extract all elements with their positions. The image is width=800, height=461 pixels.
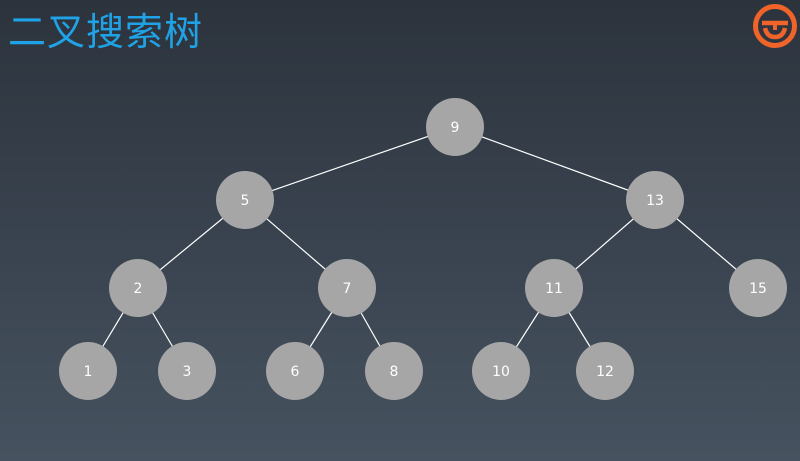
tree-node-circle bbox=[426, 98, 484, 156]
tree-node-circle bbox=[729, 259, 787, 317]
tree-node-label: 13 bbox=[646, 193, 664, 209]
tree-node-12: 12 bbox=[576, 342, 634, 400]
tree-node-circle bbox=[626, 171, 684, 229]
tree-node-10: 10 bbox=[472, 342, 530, 400]
tree-node-label: 11 bbox=[545, 281, 563, 297]
tree-node-15: 15 bbox=[729, 259, 787, 317]
tree-node-circle bbox=[109, 259, 167, 317]
tree-node-8: 8 bbox=[365, 342, 423, 400]
slide-title: 二叉搜索树 bbox=[8, 10, 204, 54]
tree-node-circle bbox=[216, 171, 274, 229]
tree-node-circle bbox=[576, 342, 634, 400]
tree-node-circle bbox=[318, 259, 376, 317]
tree-node-circle bbox=[158, 342, 216, 400]
tree-node-label: 2 bbox=[134, 281, 143, 297]
tree-node-circle bbox=[59, 342, 117, 400]
tree-node-5: 5 bbox=[216, 171, 274, 229]
tree-node-label: 9 bbox=[451, 120, 460, 136]
tree-node-label: 12 bbox=[596, 364, 614, 380]
tree-node-label: 7 bbox=[343, 281, 352, 297]
tree-node-circle bbox=[525, 259, 583, 317]
tree-node-3: 3 bbox=[158, 342, 216, 400]
tree-node-6: 6 bbox=[266, 342, 324, 400]
tree-node-9: 9 bbox=[426, 98, 484, 156]
tree-node-7: 7 bbox=[318, 259, 376, 317]
tree-node-label: 1 bbox=[84, 364, 93, 380]
tree-node-label: 6 bbox=[291, 364, 300, 380]
tree-node-circle bbox=[266, 342, 324, 400]
tree-node-1: 1 bbox=[59, 342, 117, 400]
tree-node-label: 5 bbox=[241, 193, 250, 209]
tree-node-11: 11 bbox=[525, 259, 583, 317]
tree-edge-9-5 bbox=[244, 126, 456, 201]
tree-node-label: 10 bbox=[492, 364, 510, 380]
tree-node-label: 3 bbox=[183, 364, 192, 380]
tree-node-label: 15 bbox=[749, 281, 767, 297]
tree-node-circle bbox=[365, 342, 423, 400]
tree-edge-9-13 bbox=[454, 126, 656, 201]
tree-node-2: 2 bbox=[109, 259, 167, 317]
tree-node-label: 8 bbox=[390, 364, 399, 380]
tree-node-circle bbox=[472, 342, 530, 400]
tree-edges bbox=[87, 126, 759, 372]
tree-node-13: 13 bbox=[626, 171, 684, 229]
geekbang-logo-icon bbox=[753, 4, 797, 48]
